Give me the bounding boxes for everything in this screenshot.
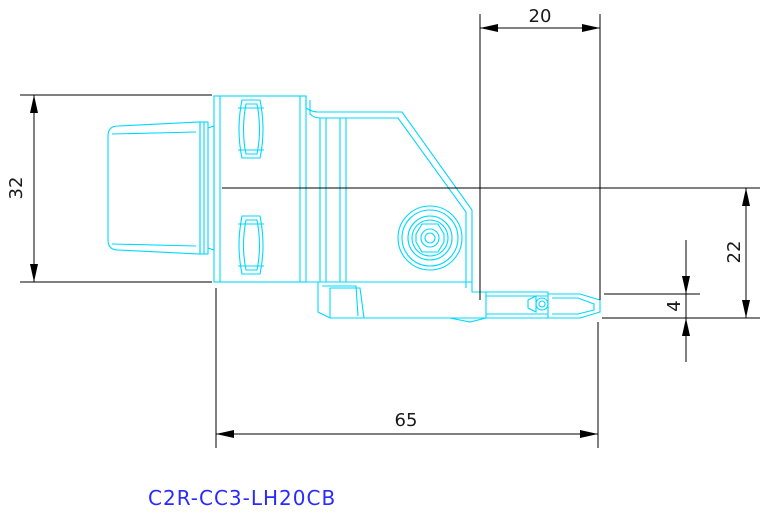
- dim-left-height: 32: [6, 177, 27, 200]
- part-number-label: C2R-CC3-LH20CB: [148, 486, 336, 510]
- dim-right-height: 22: [724, 241, 745, 264]
- tool-holder-outline: [107, 95, 601, 323]
- dim-overall-length: 65: [395, 410, 418, 431]
- insert-screw: [535, 297, 549, 311]
- shank-body: [107, 121, 201, 255]
- flange-slot-bottom: [238, 215, 264, 275]
- dim-top-width: 20: [529, 6, 552, 27]
- dimension-lines: [20, 14, 760, 448]
- head-body: [305, 96, 487, 319]
- flange-slot-top: [238, 99, 264, 159]
- cutting-insert: [548, 293, 601, 319]
- clamp-screw: [397, 205, 463, 271]
- dim-insert-width: 4: [664, 300, 685, 311]
- flange: [213, 95, 307, 283]
- dimension-arrows: [30, 24, 750, 438]
